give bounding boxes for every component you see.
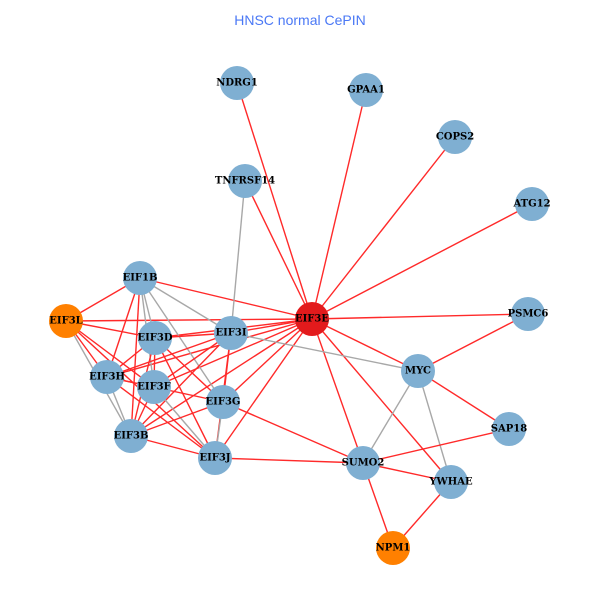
node-circle [376,531,410,565]
node-circle [511,297,545,331]
edge-eif3e-eif3b [130,318,313,437]
edge-eif3e-ywhae [311,318,452,483]
node-label: TNFRSF14 [215,176,275,187]
node-gpaa1[interactable]: GPAA1 [347,73,385,107]
edge-eif3j-sumo2 [214,457,364,464]
node-circle [434,465,468,499]
edge-eif3e-gpaa1 [311,89,367,320]
node-eif3i[interactable]: EIF3I [214,316,248,350]
node-ndrg1[interactable]: NDRG1 [216,66,258,100]
edge-myc-sap18 [417,370,510,430]
edge-myc-sumo2 [362,370,419,464]
edge-eif1b-eif3i [139,277,232,334]
edge-eif3e-myc [311,318,419,372]
edge-eif3i-eif3h [106,332,232,378]
node-eif3l[interactable]: EIF3L [49,304,83,338]
node-label: EIF3F [137,382,170,393]
node-circle [349,73,383,107]
node-sumo2[interactable]: SUMO2 [342,446,385,480]
node-circle [295,302,329,336]
edge-eif3e-sumo2 [311,318,364,464]
edge-eif3i-eif3b [130,332,232,437]
node-circle [214,316,248,350]
edge-eif1b-eif3g [139,277,224,403]
edge-eif3e-psmc6 [311,313,529,320]
node-circle [515,187,549,221]
edge-eif3e-eif3g [222,318,313,403]
node-label: PSMC6 [508,309,549,320]
edge-eif3e-atg12 [311,203,533,320]
node-eif3g[interactable]: EIF3G [206,385,241,419]
edge-eif3e-ndrg1 [236,82,313,320]
node-circle [114,419,148,453]
node-circle [220,66,254,100]
node-psmc6[interactable]: PSMC6 [508,297,549,331]
node-eif3b[interactable]: EIF3B [114,419,149,453]
edge-eif3e-eif3f [153,318,313,388]
node-ywhae[interactable]: YWHAE [428,465,473,499]
node-circle [206,385,240,419]
node-circle [137,370,171,404]
node-atg12[interactable]: ATG12 [512,187,551,221]
node-label: ATG12 [512,199,550,210]
node-sap18[interactable]: SAP18 [491,412,527,446]
node-circle [492,412,526,446]
node-label: NPM1 [376,543,411,554]
node-label: GPAA1 [347,85,385,96]
node-circle [228,164,262,198]
node-label: EIF3B [114,431,149,442]
edge-sap18-sumo2 [362,428,510,464]
node-circle [90,360,124,394]
node-eif3j[interactable]: EIF3J [198,441,232,475]
node-eif3e[interactable]: EIF3E [295,302,329,336]
node-circle [198,441,232,475]
edge-eif3l-eif3f [65,320,155,388]
edge-tnfrsf14-eif3i [230,180,246,334]
node-label: YWHAE [428,477,473,488]
edge-eif3i-myc [230,332,419,372]
node-circle [401,354,435,388]
edge-eif3d-eif3j [154,337,216,459]
edge-eif1b-eif3b [130,277,141,437]
node-npm1[interactable]: NPM1 [376,531,411,565]
node-label: SAP18 [491,424,527,435]
edge-eif3h-eif3j [106,376,216,459]
node-label: NDRG1 [216,78,258,89]
node-eif3h[interactable]: EIF3H [89,360,125,394]
edge-myc-psmc6 [417,313,529,372]
node-circle [438,120,472,154]
node-eif3f[interactable]: EIF3F [137,370,171,404]
edge-eif3e-eif3j [214,318,313,459]
edge-eif1b-eif3h [106,277,141,378]
node-eif1b[interactable]: EIF1B [123,261,158,295]
node-label: SUMO2 [342,458,385,469]
node-label: EIF3E [295,314,329,325]
node-label: EIF3L [49,316,82,327]
edge-eif3e-cops2 [311,136,456,320]
node-tnfrsf14[interactable]: TNFRSF14 [215,164,275,198]
node-label: EIF3I [215,328,246,339]
node-cops2[interactable]: COPS2 [436,120,474,154]
node-circle [346,446,380,480]
figure-title: HNSC normal CePIN [234,12,366,28]
node-circle [123,261,157,295]
node-label: EIF1B [123,273,158,284]
node-label: EIF3J [199,453,230,464]
edge-eif3g-sumo2 [222,401,364,464]
edge-myc-ywhae [417,370,452,483]
edge-eif3e-eif1b [139,277,313,320]
edge-eif3e-tnfrsf14 [244,180,313,320]
node-label: EIF3D [137,333,172,344]
edge-eif3e-eif3l [65,318,313,322]
node-label: COPS2 [436,132,474,143]
node-myc[interactable]: MYC [401,354,435,388]
node-circle [138,321,172,355]
node-eif3d[interactable]: EIF3D [137,321,173,355]
node-label: MYC [405,366,431,377]
node-label: EIF3G [206,397,241,408]
node-label: EIF3H [89,372,125,383]
node-circle [49,304,83,338]
